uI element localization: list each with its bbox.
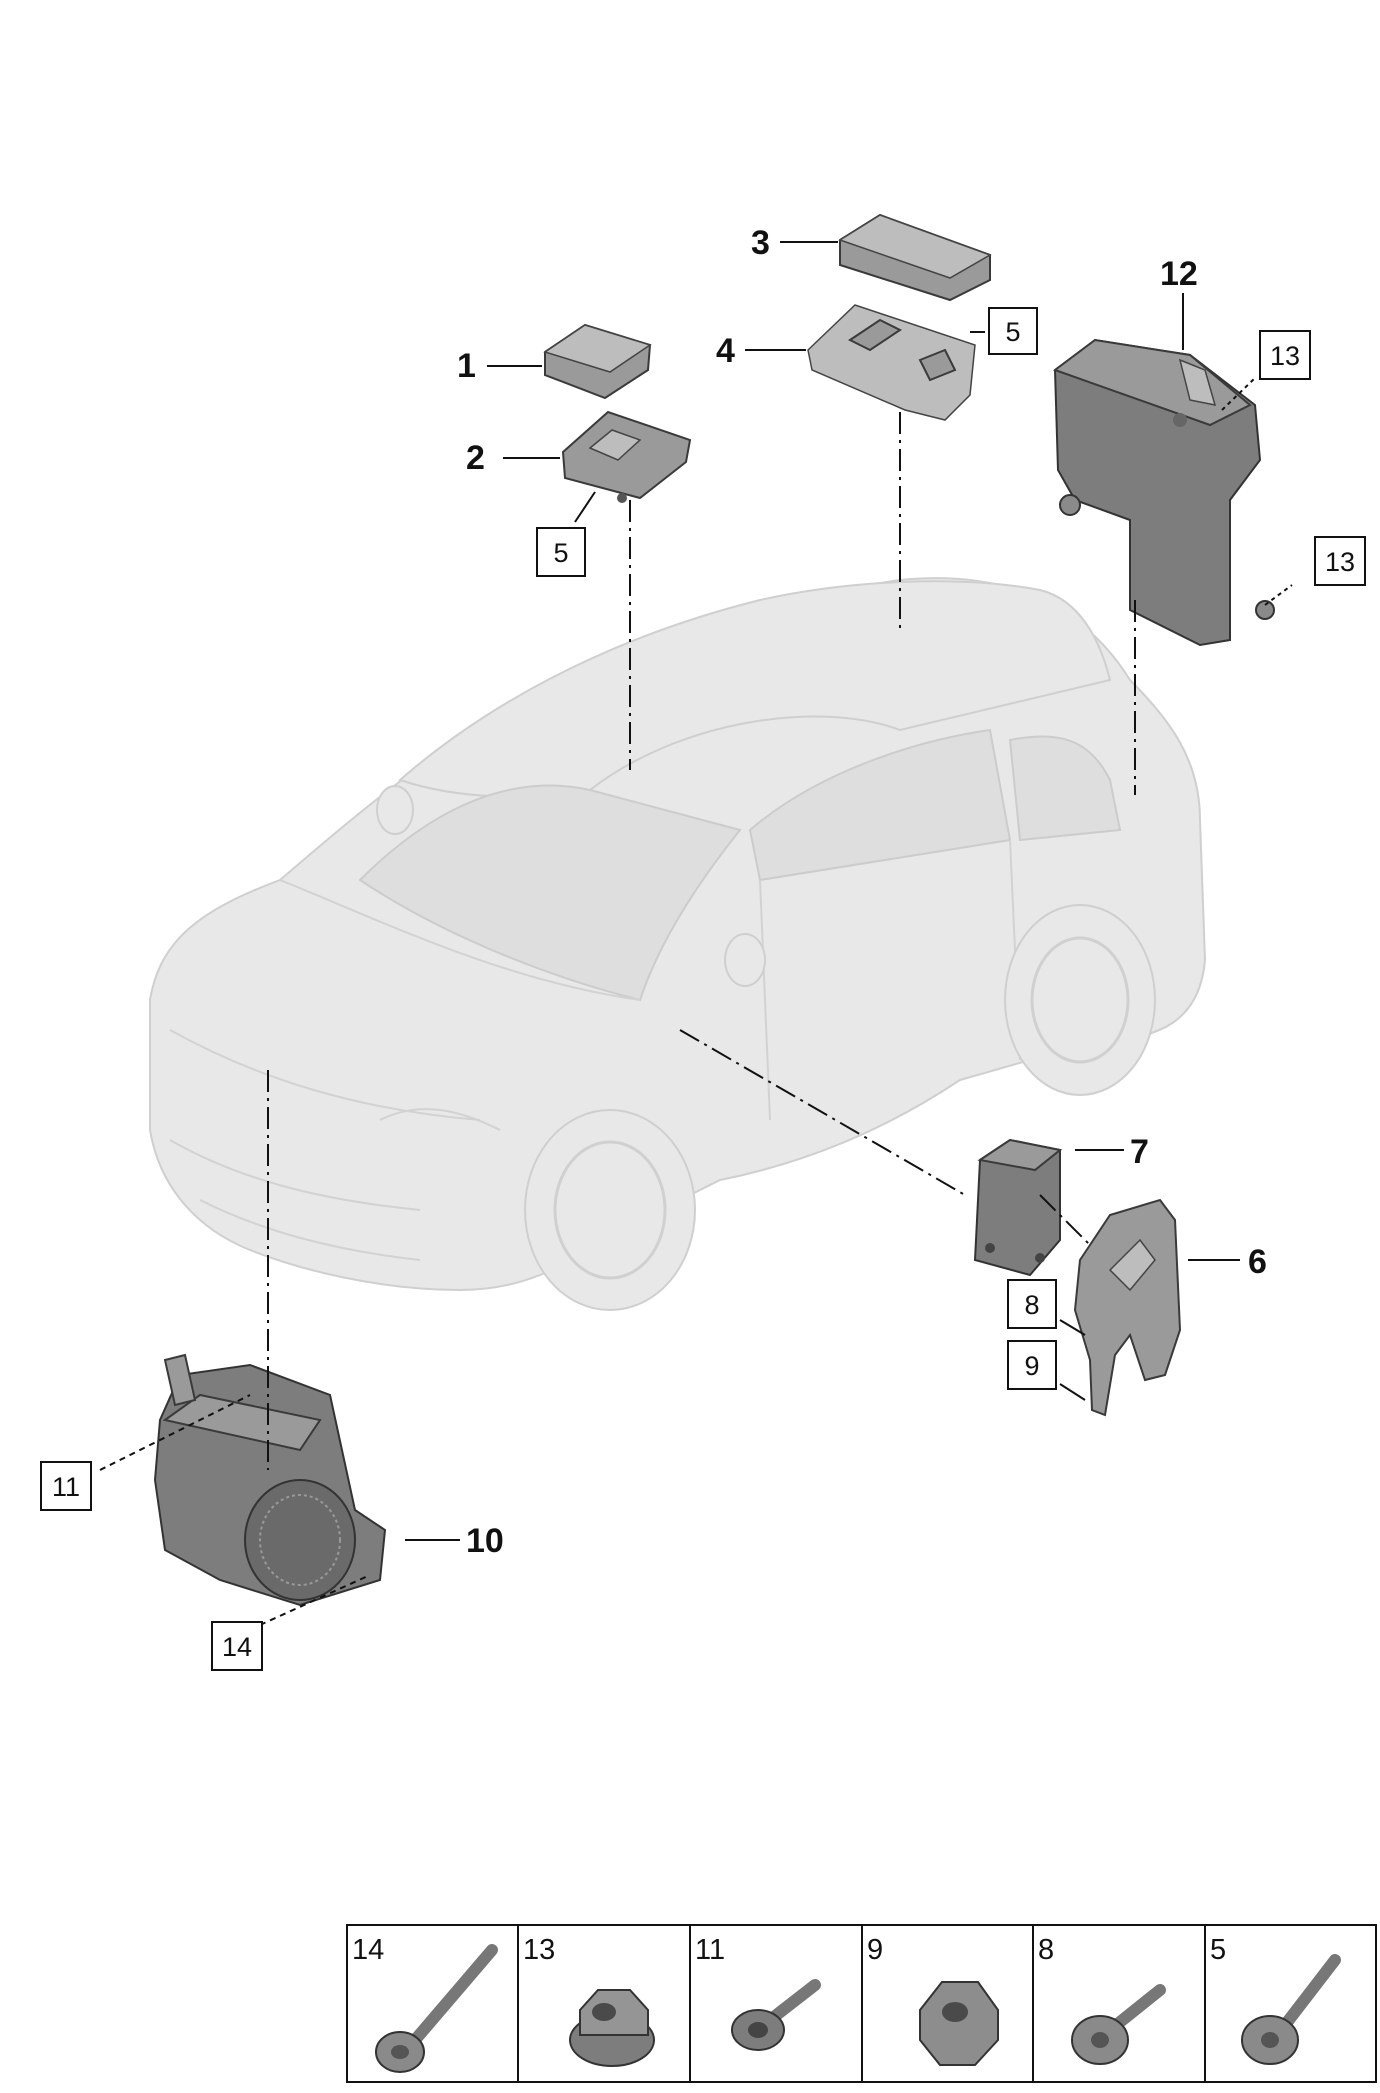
svg-text:14: 14	[222, 1632, 252, 1662]
callout-7: 7	[1130, 1133, 1149, 1171]
callout-2: 2	[466, 439, 485, 477]
part-3-sensor-unit[interactable]	[838, 213, 992, 302]
svg-text:13: 13	[523, 1934, 555, 1966]
boxed-ref-5-b: 5	[988, 307, 1038, 355]
flange-bolt-icon	[731, 1979, 821, 2051]
torx-screw-icon	[1241, 1954, 1341, 2065]
fastener-cell-11[interactable]: 11	[695, 1934, 821, 2051]
reference-lines	[267, 412, 1136, 1470]
svg-text:5: 5	[553, 538, 568, 568]
hex-nut-icon	[919, 1981, 999, 2066]
svg-text:13: 13	[1270, 341, 1300, 371]
boxed-ref-13-b: 13	[1314, 536, 1366, 586]
part-2-bracket[interactable]	[561, 410, 692, 503]
svg-text:14: 14	[352, 1934, 384, 1966]
fastener-cell-9[interactable]: 9	[867, 1934, 999, 2066]
svg-text:5: 5	[1005, 317, 1020, 347]
long-bolt-icon	[375, 1944, 498, 2073]
fastener-cell-14[interactable]: 14	[352, 1934, 498, 2073]
leader-lines	[99, 241, 1293, 1626]
svg-text:8: 8	[1038, 1934, 1054, 1966]
fastener-cell-5[interactable]: 5	[1210, 1934, 1341, 2065]
short-screw-icon	[1071, 1984, 1166, 2065]
part-12-control-unit[interactable]	[1052, 338, 1275, 647]
boxed-ref-9: 9	[1007, 1340, 1057, 1390]
svg-text:5: 5	[1210, 1934, 1226, 1966]
boxed-ref-14: 14	[211, 1621, 263, 1671]
svg-text:9: 9	[867, 1934, 883, 1966]
flange-nut-icon	[569, 1989, 655, 2067]
callout-1: 1	[457, 347, 476, 385]
callout-3: 3	[751, 224, 770, 262]
boxed-ref-8: 8	[1007, 1279, 1057, 1329]
part-6-sensor-bracket[interactable]	[1073, 1198, 1182, 1417]
part-4-mounting-plate[interactable]	[807, 304, 976, 421]
boxed-ref-13-a: 13	[1259, 330, 1311, 380]
fastener-table: 14 13 11 9	[346, 1924, 1377, 2083]
svg-text:13: 13	[1325, 547, 1355, 577]
part-1-module[interactable]	[543, 323, 652, 400]
part-10-sound-generator[interactable]	[153, 1353, 387, 1607]
boxed-ref-5-a: 5	[536, 527, 586, 577]
callout-10: 10	[466, 1522, 504, 1560]
boxed-ref-11: 11	[40, 1461, 92, 1511]
callout-12: 12	[1160, 255, 1198, 293]
callout-6: 6	[1248, 1243, 1267, 1281]
fastener-cell-8[interactable]: 8	[1038, 1934, 1166, 2065]
vehicle-outline	[149, 577, 1207, 1311]
fastener-cell-13[interactable]: 13	[523, 1934, 655, 2067]
svg-text:11: 11	[695, 1934, 725, 1966]
svg-text:9: 9	[1024, 1351, 1039, 1381]
svg-text:11: 11	[52, 1472, 80, 1502]
callout-4: 4	[716, 332, 735, 370]
part-7-radar-sensor[interactable]	[973, 1138, 1063, 1277]
svg-text:8: 8	[1024, 1290, 1039, 1320]
